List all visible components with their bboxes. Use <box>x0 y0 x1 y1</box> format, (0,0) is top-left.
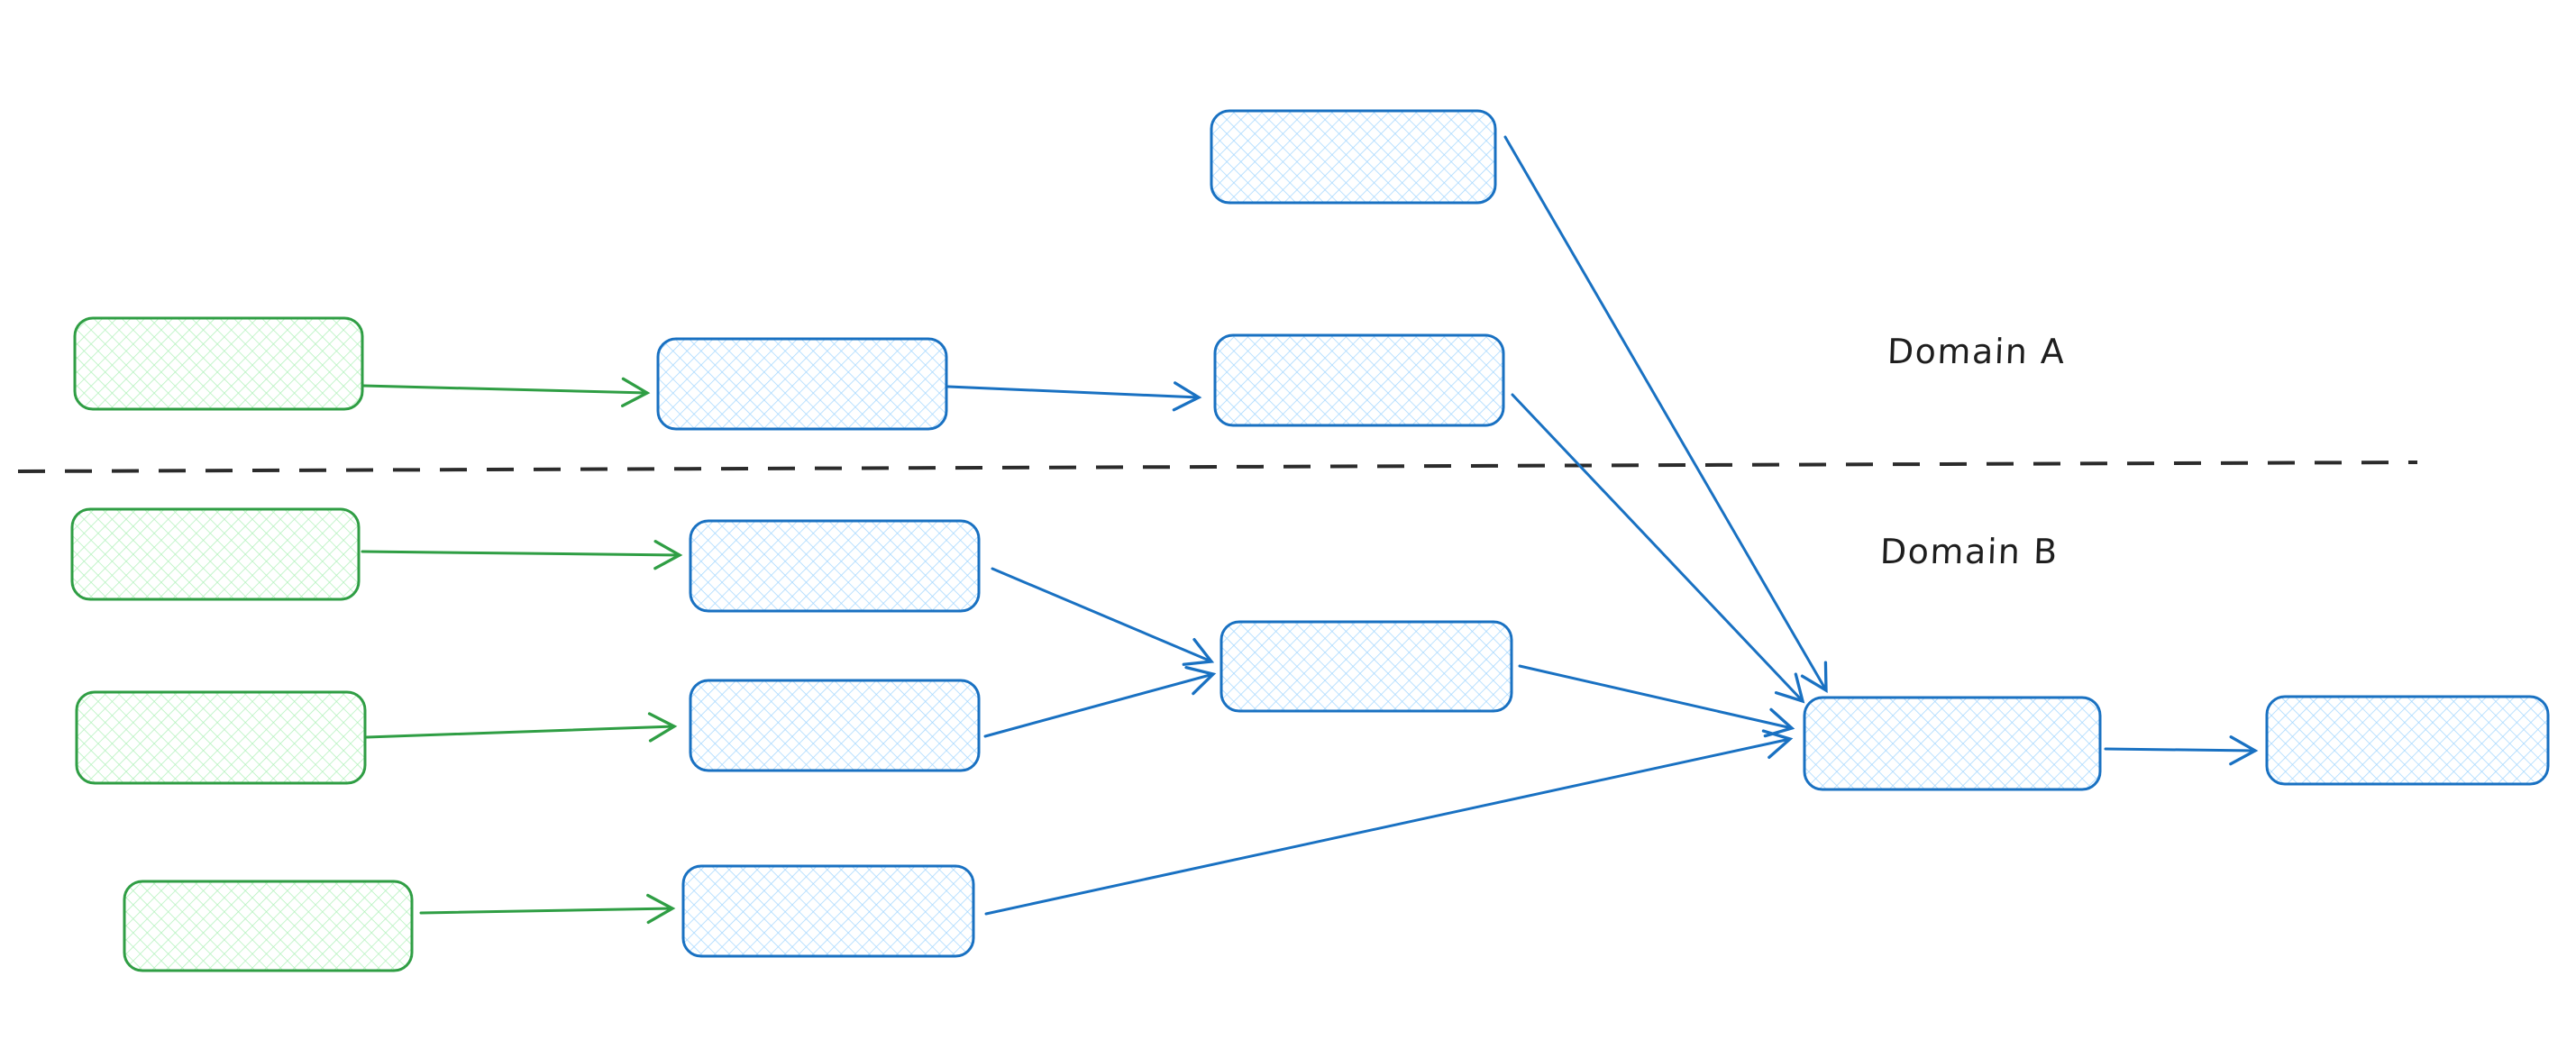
node-process-top[interactable] <box>1210 109 1497 205</box>
edge-source-b2-to-b2-arrow[interactable] <box>365 712 678 743</box>
domain-divider-line[interactable] <box>17 461 2418 473</box>
edge-a2-to-hub-arrow[interactable] <box>1511 393 1805 704</box>
edge-source-b3-to-b3-arrow[interactable] <box>419 893 676 925</box>
node-process-a1[interactable] <box>656 337 948 431</box>
node-process-b3[interactable] <box>681 864 975 958</box>
edge-b1-to-merge-arrow[interactable] <box>991 567 1215 666</box>
label-domain-a[interactable]: Domain A <box>1886 332 2067 371</box>
edge-a1-to-a2-arrow[interactable] <box>946 381 1202 412</box>
edge-b3-to-hub-arrow[interactable] <box>984 729 1794 916</box>
edge-merge-to-hub-arrow[interactable] <box>1518 664 1795 738</box>
node-process-a2[interactable] <box>1213 333 1505 427</box>
label-domain-b[interactable]: Domain B <box>1879 532 2060 571</box>
edges-layer <box>361 135 2259 925</box>
node-merge-b[interactable] <box>1219 620 1513 713</box>
node-output[interactable] <box>2265 695 2550 786</box>
nodes-layer <box>70 109 2550 972</box>
node-source-b1[interactable] <box>70 507 361 601</box>
node-hub[interactable] <box>1803 696 2102 791</box>
edge-source-b1-to-b1-arrow[interactable] <box>361 540 683 570</box>
node-process-b2[interactable] <box>689 679 981 772</box>
node-source-b3[interactable] <box>123 880 414 972</box>
edge-source-a-to-a1-arrow[interactable] <box>361 377 651 407</box>
edge-top-to-hub-arrow[interactable] <box>1503 135 1828 693</box>
node-process-b1[interactable] <box>689 519 981 613</box>
node-source-b2[interactable] <box>75 690 367 785</box>
edge-hub-to-output-arrow[interactable] <box>2104 735 2259 766</box>
node-source-a[interactable] <box>73 316 364 411</box>
edge-b2-to-merge-arrow[interactable] <box>983 665 1217 738</box>
